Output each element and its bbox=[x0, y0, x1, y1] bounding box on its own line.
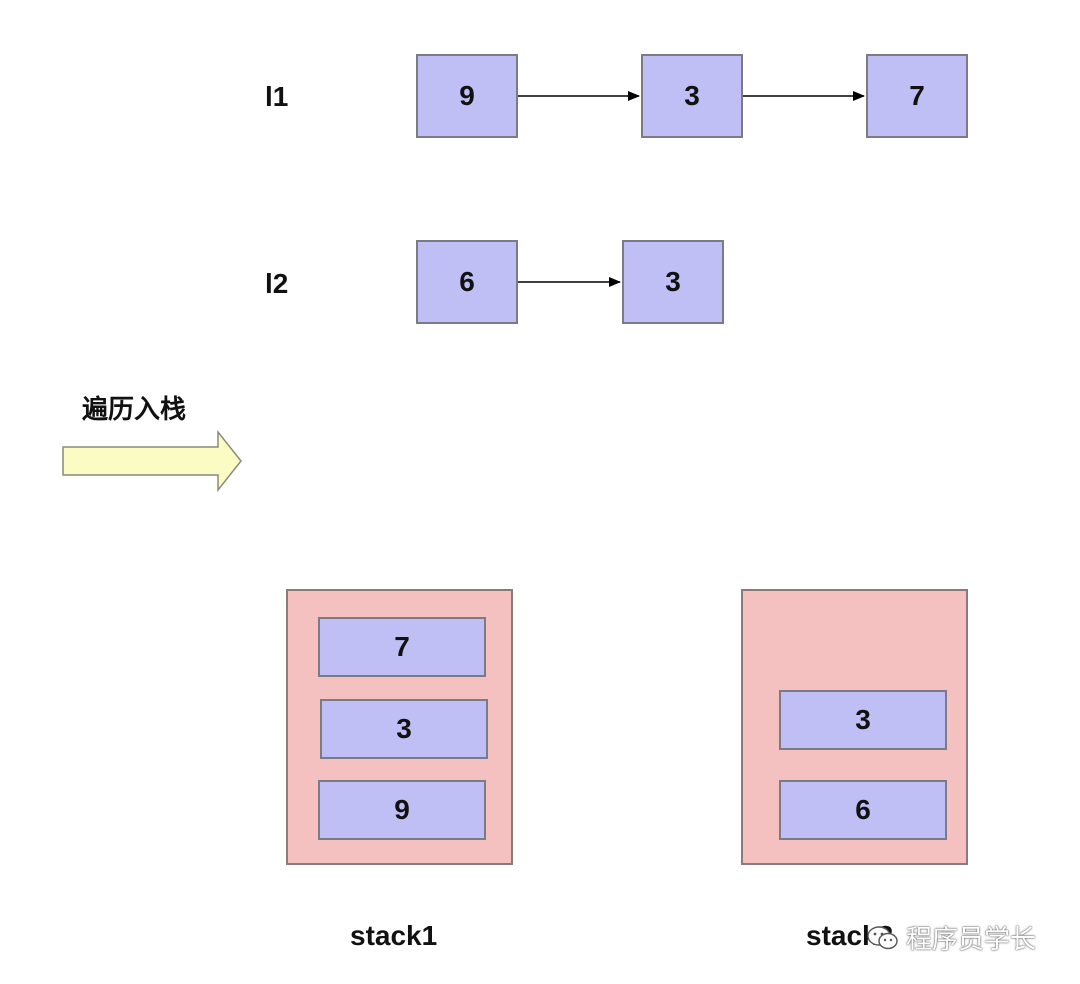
l2-node-1: 6 bbox=[416, 240, 518, 324]
step-arrow-icon bbox=[62, 429, 242, 493]
wechat-icon bbox=[867, 925, 898, 949]
stack1-item-bottom: 9 bbox=[318, 780, 486, 840]
list-label-l1: l1 bbox=[265, 81, 289, 112]
stack2-item-top: 3 bbox=[779, 690, 947, 750]
l1-node-1: 9 bbox=[416, 54, 518, 138]
list-connectors bbox=[518, 91, 865, 287]
stack1-container: 7 3 9 bbox=[286, 589, 513, 865]
l1-node-3: 7 bbox=[866, 54, 968, 138]
stack1-label: stack1 bbox=[350, 920, 438, 951]
list-label-l2: l2 bbox=[265, 268, 289, 299]
l1-node-2: 3 bbox=[641, 54, 743, 138]
stack2-item-bottom: 6 bbox=[779, 780, 947, 840]
stack1-item-top: 7 bbox=[318, 617, 486, 677]
stack2-container: 3 6 bbox=[741, 589, 968, 865]
watermark-text: 程序员学长 bbox=[906, 925, 1037, 955]
step-label: 遍历入栈 bbox=[82, 395, 187, 425]
l2-node-2: 3 bbox=[622, 240, 724, 324]
stack1-item-middle: 3 bbox=[320, 699, 488, 759]
watermark: 程序员学长 bbox=[866, 919, 1036, 956]
